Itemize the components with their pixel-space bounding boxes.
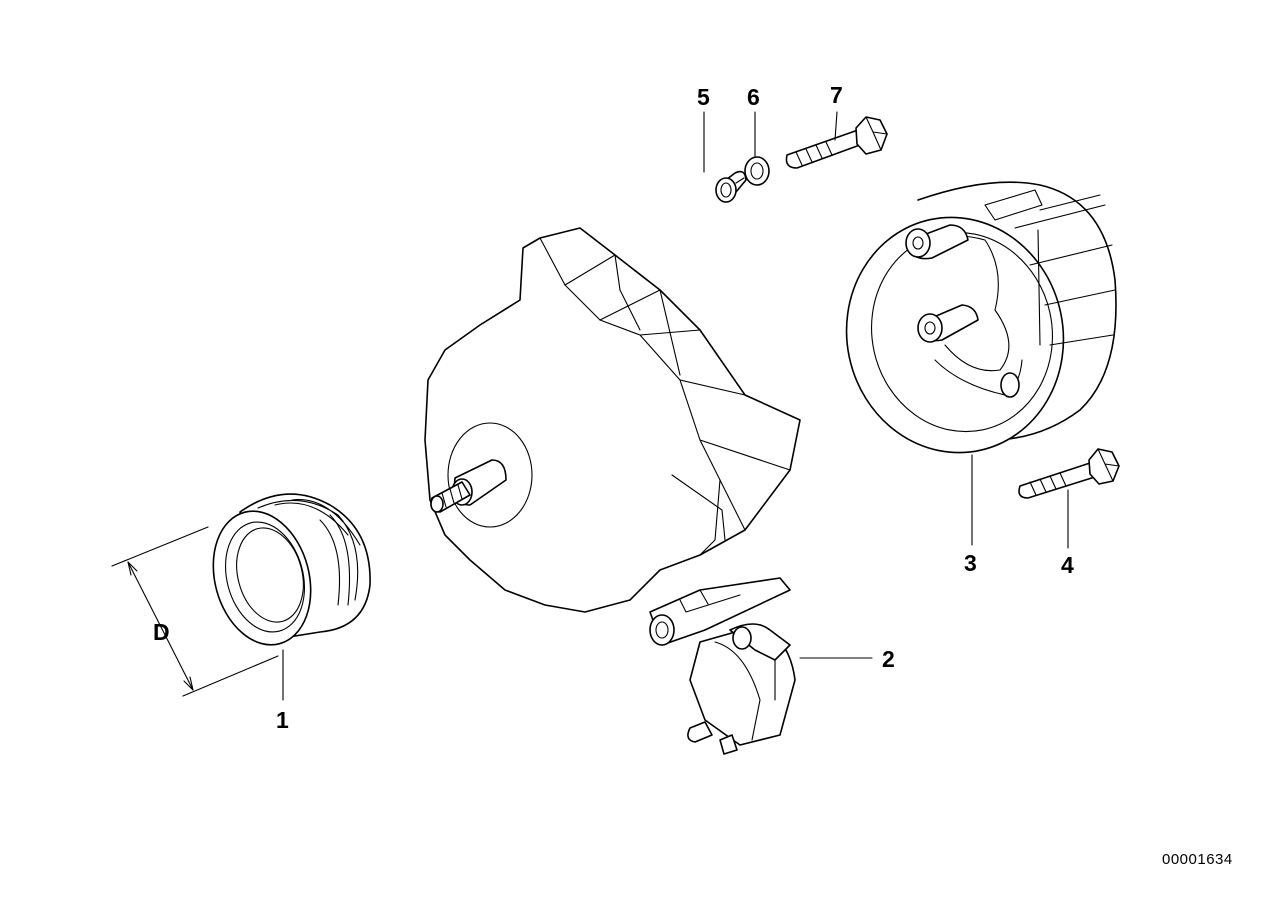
part-5-sleeve [715, 170, 747, 203]
callout-6: 6 [747, 84, 760, 110]
part-3-rear-cover [845, 181, 1117, 454]
callout-2: 2 [882, 646, 895, 672]
callout-7: 7 [830, 82, 843, 108]
callout-1: 1 [276, 707, 289, 733]
document-number: 00001634 [1162, 851, 1233, 868]
dimension-d-label: D [153, 619, 170, 645]
leader-5-6-gap [735, 177, 745, 184]
dimension-d [111, 526, 279, 697]
part-1-pulley [212, 493, 371, 646]
callout-5: 5 [697, 84, 710, 110]
part-7-bolt [785, 116, 888, 169]
alternator-housing [424, 227, 801, 613]
callout-4: 4 [1061, 552, 1074, 578]
part-4-bolt [1018, 448, 1120, 499]
leader-7 [834, 111, 838, 141]
part-6-washer [744, 156, 770, 186]
callout-3: 3 [964, 550, 977, 576]
part-2-regulator [649, 577, 796, 755]
